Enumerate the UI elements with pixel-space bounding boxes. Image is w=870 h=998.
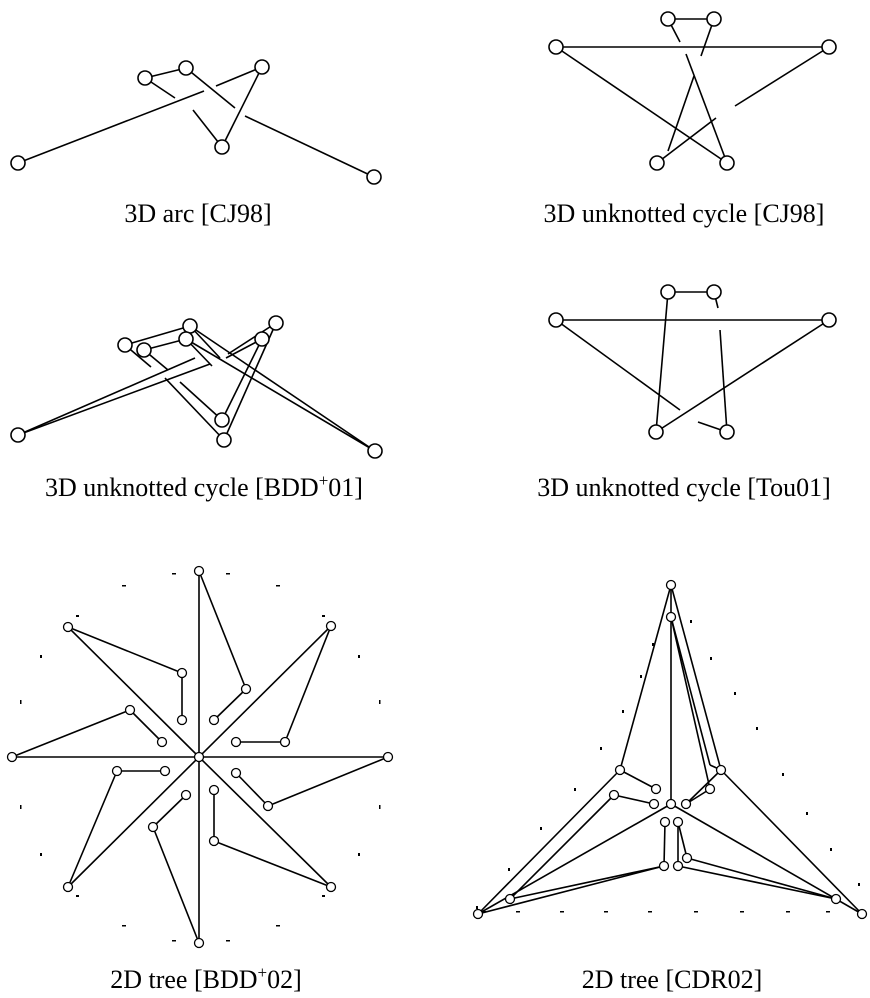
caption-2d-tree-bdd02-suffix: 02]	[267, 965, 302, 994]
diagram-3d-cycle-bdd01	[10, 315, 383, 459]
diagram-3d-cycle-cj98	[548, 11, 837, 171]
caption-3d-cycle-bdd01-suffix: 01]	[328, 473, 363, 502]
caption-3d-cycle-bdd01: 3D unknotted cycle [BDD+01]	[45, 471, 363, 502]
caption-3d-arc: 3D arc [CJ98]	[124, 199, 271, 228]
caption-2d-tree-bdd02-superscript: +	[258, 963, 268, 982]
caption-2d-tree-bdd02: 2D tree [BDD+02]	[110, 963, 302, 994]
diagram-3d-cycle-tou01	[548, 284, 837, 440]
caption-3d-cycle-bdd01-text: 3D unknotted cycle [BDD	[45, 473, 319, 502]
caption-3d-cycle-cj98: 3D unknotted cycle [CJ98]	[544, 199, 825, 228]
diagram-3d-arc	[10, 59, 382, 185]
caption-3d-cycle-tou01: 3D unknotted cycle [Tou01]	[537, 473, 831, 502]
caption-3d-cycle-bdd01-superscript: +	[319, 471, 329, 490]
diagram-2d-tree-cdr02	[472, 579, 868, 920]
caption-2d-tree-bdd02-text: 2D tree [BDD	[110, 965, 257, 994]
tree-cdr-dot-triangle	[476, 620, 860, 913]
caption-2d-tree-cdr02: 2D tree [CDR02]	[582, 965, 763, 994]
tree-bdd-dot-ring	[20, 573, 381, 942]
diagram-2d-tree-bdd02	[6, 565, 394, 949]
